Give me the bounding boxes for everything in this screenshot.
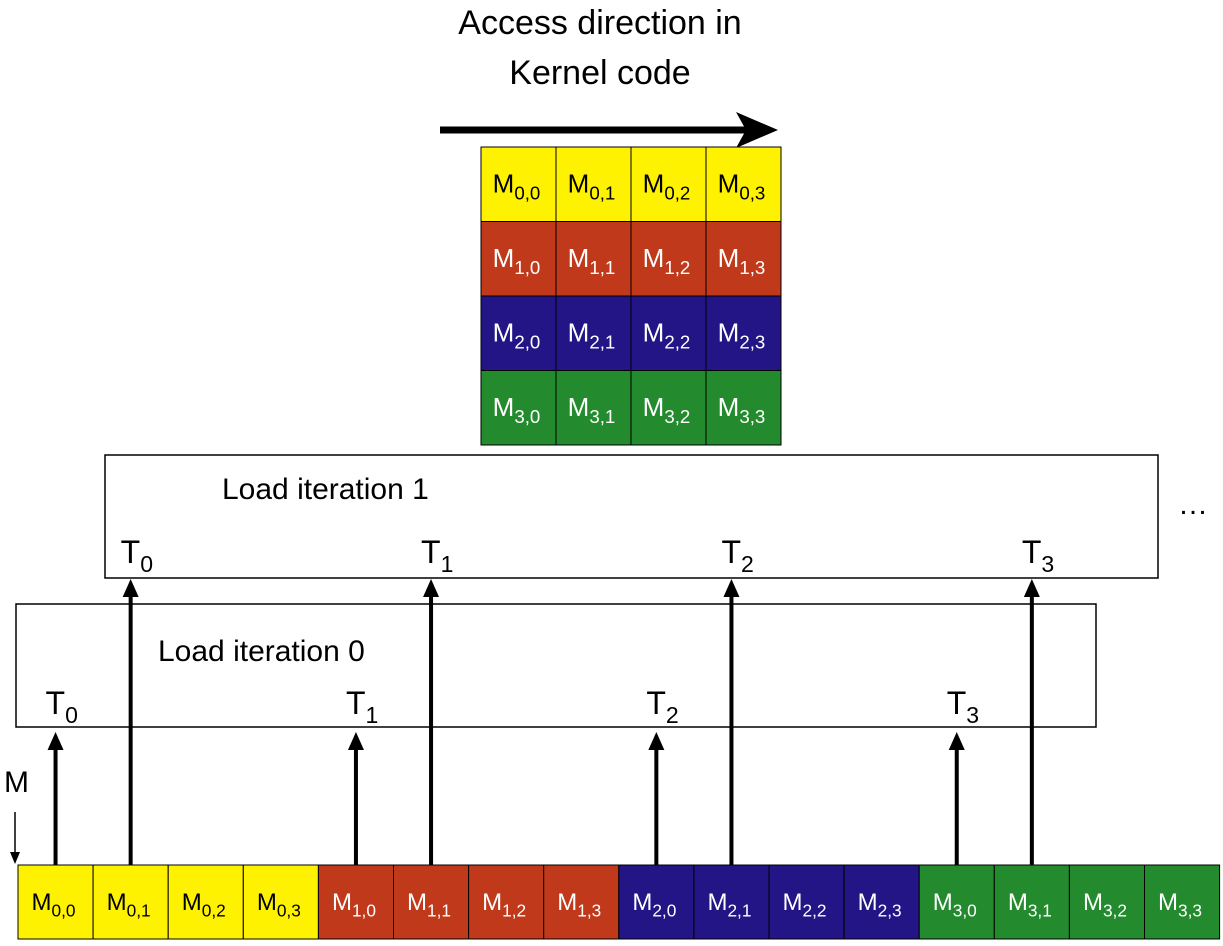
access-direction-arrow	[440, 112, 778, 148]
matrix-cell-label: M1,1	[568, 243, 616, 278]
title-line-2: Kernel code	[509, 54, 690, 92]
linear-cell	[1144, 864, 1221, 940]
matrix-cell-label: M3,1	[568, 392, 616, 427]
matrix-cell	[630, 146, 707, 222]
matrix-cell-label: M0,0	[493, 168, 541, 203]
linear-cell	[167, 864, 244, 940]
linear-cell-label: M3,2	[1083, 889, 1127, 921]
matrix-cell-label: M1,0	[493, 243, 541, 278]
thread-arrow-head	[1023, 579, 1040, 597]
linear-cell	[843, 864, 920, 940]
linear-cell-label: M0,0	[32, 889, 76, 921]
linear-cell	[693, 864, 770, 940]
matrix-cell	[630, 295, 707, 371]
linear-memory: M0,0 M0,1 M0,2 M0,3 M1,0 M1,1 M1,2 M1,3 M2,0 M2,1…	[17, 864, 1221, 940]
matrix-cell-label: M0,2	[643, 168, 691, 203]
matrix-cell-label: M0,3	[718, 168, 766, 203]
matrix-cell	[480, 221, 557, 297]
linear-cell-label: M1,1	[407, 889, 451, 921]
thread-label: T1	[421, 534, 453, 577]
matrix-cell	[555, 221, 632, 297]
matrix-cell-label: M2,3	[718, 317, 766, 352]
matrix-cell-label: M3,2	[643, 392, 691, 427]
load-iteration-0-box	[15, 603, 1097, 728]
linear-cell-label: M2,2	[783, 889, 827, 921]
matrix-cell	[480, 295, 557, 371]
matrix-cell	[555, 370, 632, 446]
linear-array-label: M	[4, 766, 29, 799]
linear-cell	[317, 864, 394, 940]
linear-cell	[393, 864, 470, 940]
thread-arrow-head	[423, 579, 440, 597]
linear-cell	[918, 864, 995, 940]
linear-cell-label: M0,2	[182, 889, 226, 921]
linear-cell	[543, 864, 620, 940]
thread-arrow-head	[47, 732, 64, 750]
matrix-cell-label: M2,0	[493, 317, 541, 352]
matrix-cell-label: M1,2	[643, 243, 691, 278]
linear-cell-label: M3,3	[1158, 889, 1202, 921]
linear-cell	[618, 864, 695, 940]
thread-label: T3	[1022, 534, 1054, 577]
linear-array-pointer-arrow	[10, 812, 20, 864]
thread-label: T2	[646, 685, 678, 728]
matrix-cell-label: M3,3	[718, 392, 766, 427]
matrix-cell	[555, 295, 632, 371]
thread-arrow-head	[948, 732, 965, 750]
linear-cell-label: M3,0	[933, 889, 977, 921]
linear-cell-label: M2,3	[858, 889, 902, 921]
thread-arrow-head	[723, 579, 740, 597]
matrix-cell-label: M2,1	[568, 317, 616, 352]
thread-arrow-head	[648, 732, 665, 750]
linear-cell	[468, 864, 545, 940]
linear-cell-label: M1,0	[332, 889, 376, 921]
linear-cell	[993, 864, 1070, 940]
matrix-cell-label: M3,0	[493, 392, 541, 427]
load-iteration-1-box	[104, 454, 1159, 579]
linear-cell-label: M2,0	[632, 889, 676, 921]
matrix-cell-label: M1,3	[718, 243, 766, 278]
load-iteration-1-label: Load iteration 1	[222, 473, 429, 506]
thread-arrow-head	[122, 579, 139, 597]
matrix-cell	[480, 370, 557, 446]
linear-cell-label: M0,3	[257, 889, 301, 921]
matrix-2d: M0,0 M0,1 M0,2 M0,3M1,0 M1,1 M1,2 M1,3M2,0 M2,1…	[480, 146, 782, 446]
matrix-cell	[705, 295, 782, 371]
thread-arrow-head	[347, 732, 364, 750]
linear-cell-label: M1,2	[482, 889, 526, 921]
matrix-cell	[555, 146, 632, 222]
linear-cell	[242, 864, 319, 940]
matrix-cell	[705, 146, 782, 222]
linear-cell	[1068, 864, 1146, 940]
ellipsis: …	[1178, 488, 1208, 521]
thread-label: T0	[121, 534, 153, 577]
matrix-cell	[705, 221, 782, 297]
matrix-cell-label: M0,1	[568, 168, 616, 203]
linear-cell	[17, 864, 94, 940]
linear-cell	[92, 864, 169, 940]
matrix-cell	[705, 370, 782, 446]
title-line-1: Access direction in	[458, 4, 741, 42]
linear-cell-label: M3,1	[1008, 889, 1052, 921]
load-iteration-0-label: Load iteration 0	[158, 635, 365, 668]
thread-label: T0	[46, 685, 78, 728]
linear-cell-label: M1,3	[557, 889, 601, 921]
matrix-cell-label: M2,2	[643, 317, 691, 352]
linear-cell-label: M2,1	[707, 889, 751, 921]
thread-label: T2	[721, 534, 753, 577]
thread-label: T3	[947, 685, 979, 728]
thread-label: T1	[346, 685, 378, 728]
linear-cell-label: M0,1	[107, 889, 151, 921]
